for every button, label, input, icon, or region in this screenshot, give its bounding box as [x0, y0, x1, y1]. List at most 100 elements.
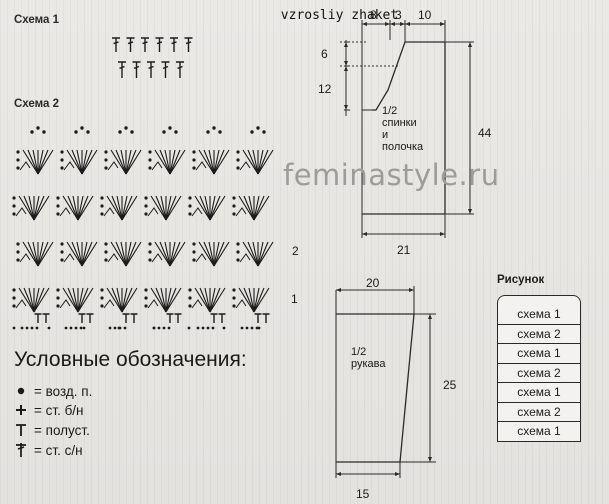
dc-symbol [176, 61, 184, 78]
chain-dot [20, 326, 24, 330]
shell-stitch [110, 149, 127, 175]
legend-item-text: = возд. п. [34, 383, 93, 399]
shell-stitch [160, 287, 167, 313]
stripe-row: схема 1 [497, 383, 581, 403]
shell-stitch [77, 287, 89, 313]
shell-stitch [62, 195, 79, 221]
chain-zigzag [19, 253, 31, 263]
shell-stitch [121, 195, 133, 221]
shell-stitch [125, 241, 142, 267]
shell-stitch [81, 241, 93, 267]
shell-stitch [209, 287, 226, 313]
shell-stitch [115, 241, 127, 267]
chain-dot [60, 250, 64, 254]
shell-stitch [209, 195, 221, 221]
scheme-1-row-2 [118, 61, 184, 78]
shell-stitch [23, 287, 35, 313]
shell-stitch [106, 195, 123, 221]
legend-item-text: = ст. с/н [34, 442, 83, 458]
shell-stitch [194, 287, 211, 313]
shell-stitch [194, 195, 211, 221]
chain-dot [157, 326, 161, 330]
legend-item-text: = ст. б/н [34, 402, 84, 418]
shell-stitch [18, 287, 35, 313]
back-dim-8: 8 [370, 8, 377, 22]
chain-zigzag [63, 253, 75, 263]
chain-dot [144, 212, 148, 216]
shell-stitch [125, 241, 137, 267]
shell-stitch [204, 195, 211, 221]
watermark: feminastyle.ru [283, 158, 500, 192]
chain-dot [12, 326, 16, 330]
shell-motif [15, 195, 50, 221]
stripe-row: схема 2 [497, 324, 581, 344]
shell-stitch [125, 149, 142, 175]
chain-dot [100, 204, 104, 208]
shell-stitch [121, 195, 128, 221]
shell-stitch [203, 149, 215, 175]
shell-stitch [247, 241, 259, 267]
chain-dot [12, 212, 16, 216]
shell-motif [107, 241, 142, 267]
chain-zigzag [103, 207, 115, 217]
shell-stitch [76, 241, 83, 267]
chain-dot [30, 130, 34, 134]
shell-stitch [198, 241, 215, 267]
shell-motif [107, 149, 142, 175]
back-dim-44: 44 [478, 126, 492, 140]
chain-zigzag [103, 299, 115, 309]
shell-stitch [33, 195, 40, 221]
shell-stitch [121, 287, 138, 313]
chain-dot [56, 196, 60, 200]
chain-dot [232, 212, 236, 216]
scheme-1-chart [112, 37, 193, 78]
chain-dot [167, 326, 171, 330]
chain-dot [192, 242, 196, 246]
shell-stitch [33, 195, 45, 221]
chain-dot [174, 130, 178, 134]
shell-stitch [252, 241, 259, 267]
chain-dot [60, 166, 64, 170]
chain-dot [240, 326, 244, 330]
chain-dot [123, 326, 127, 330]
shell-motif [239, 241, 274, 267]
back-dim-6: 6 [321, 47, 328, 61]
shell-stitch [32, 149, 39, 175]
shell-stitch [81, 149, 88, 175]
shell-stitch [209, 195, 216, 221]
chain-zigzag [151, 161, 163, 171]
shell-stitch [252, 149, 259, 175]
chain-dot [104, 150, 108, 154]
plus-icon [10, 404, 32, 416]
chain-zigzag [107, 253, 119, 263]
chain-dot [148, 150, 152, 154]
shell-stitch [72, 287, 79, 313]
chain-dot [206, 130, 210, 134]
chain-dot [162, 326, 166, 330]
stripe-row: схема 1 [497, 305, 581, 325]
chain-zigzag [15, 207, 27, 217]
chain-dot [104, 250, 108, 254]
chain-dot [201, 326, 205, 330]
chain-dot [118, 130, 122, 134]
shell-stitch [33, 287, 40, 313]
shell-stitch [37, 149, 54, 175]
shell-stitch [238, 195, 255, 221]
hdc-symbol [166, 313, 174, 323]
shell-stitch [28, 195, 35, 221]
chain-dot [104, 166, 108, 170]
shell-stitch [121, 287, 133, 313]
scheme-1-row-1 [112, 37, 193, 52]
shell-stitch [81, 149, 93, 175]
shell-stitch [199, 195, 211, 221]
chain-zigzag [59, 299, 71, 309]
chain-zigzag [59, 207, 71, 217]
chain-dot [56, 296, 60, 300]
shell-motif [235, 195, 270, 221]
shell-stitch [257, 149, 274, 175]
shell-stitch [257, 241, 274, 267]
shell-stitch [62, 287, 79, 313]
shell-stitch [27, 149, 39, 175]
chain-dot [100, 196, 104, 200]
dc-symbol [118, 61, 126, 78]
